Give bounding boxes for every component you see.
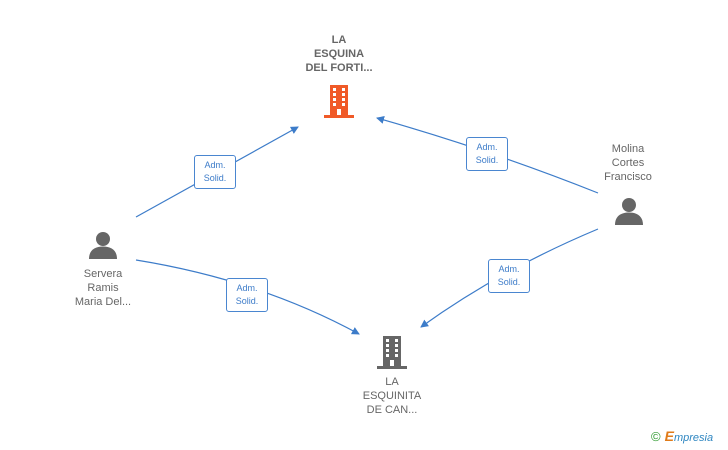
role-type: Solid.: [475, 155, 499, 165]
person-icon[interactable]: [88, 230, 118, 260]
role-abbrev: Adm.: [476, 142, 498, 152]
person-name-servera[interactable]: Servera Ramis Maria Del...: [60, 267, 146, 309]
brand-initial: E: [664, 428, 674, 444]
person-icon[interactable]: [614, 196, 644, 226]
edge-label-servera-esquina-fortin[interactable]: Adm. Solid.: [194, 155, 236, 189]
role-type: Solid.: [497, 277, 521, 287]
role-abbrev: Adm.: [236, 283, 258, 293]
company-name-line: ESQUINA: [313, 48, 365, 60]
edge-label-molina-esquina-fortin[interactable]: Adm. Solid.: [466, 137, 508, 171]
person-name-line: Ramis: [87, 282, 119, 294]
building-icon[interactable]: [376, 335, 408, 369]
person-name-line: Cortes: [611, 157, 645, 169]
company-name-esquina-fortin[interactable]: LA ESQUINA DEL FORTI...: [296, 33, 382, 75]
role-type: Solid.: [235, 296, 259, 306]
building-icon[interactable]: [323, 84, 355, 118]
company-name-esquinita-can[interactable]: LA ESQUINITA DE CAN...: [350, 375, 434, 417]
person-name-line: Servera: [83, 268, 123, 280]
person-name-line: Francisco: [604, 171, 652, 183]
edge-label-servera-esquinita-can[interactable]: Adm. Solid.: [226, 278, 268, 312]
role-abbrev: Adm.: [498, 264, 520, 274]
company-name-line: LA: [385, 376, 399, 388]
company-name-line: DE CAN...: [366, 404, 418, 416]
brand-name-rest: mpresia: [673, 432, 714, 444]
role-type: Solid.: [203, 173, 227, 183]
role-abbrev: Adm.: [204, 160, 226, 170]
copyright-symbol: ©: [651, 429, 661, 444]
empresia-logo[interactable]: ©Empresia: [651, 428, 713, 446]
company-name-line: ESQUINITA: [362, 390, 422, 402]
edge-label-molina-esquinita-can[interactable]: Adm. Solid.: [488, 259, 530, 293]
person-name-line: Maria Del...: [74, 296, 132, 308]
company-name-line: LA: [331, 34, 347, 46]
company-name-line: DEL FORTI...: [305, 62, 373, 74]
person-name-molina[interactable]: Molina Cortes Francisco: [586, 142, 670, 184]
person-name-line: Molina: [611, 143, 645, 155]
